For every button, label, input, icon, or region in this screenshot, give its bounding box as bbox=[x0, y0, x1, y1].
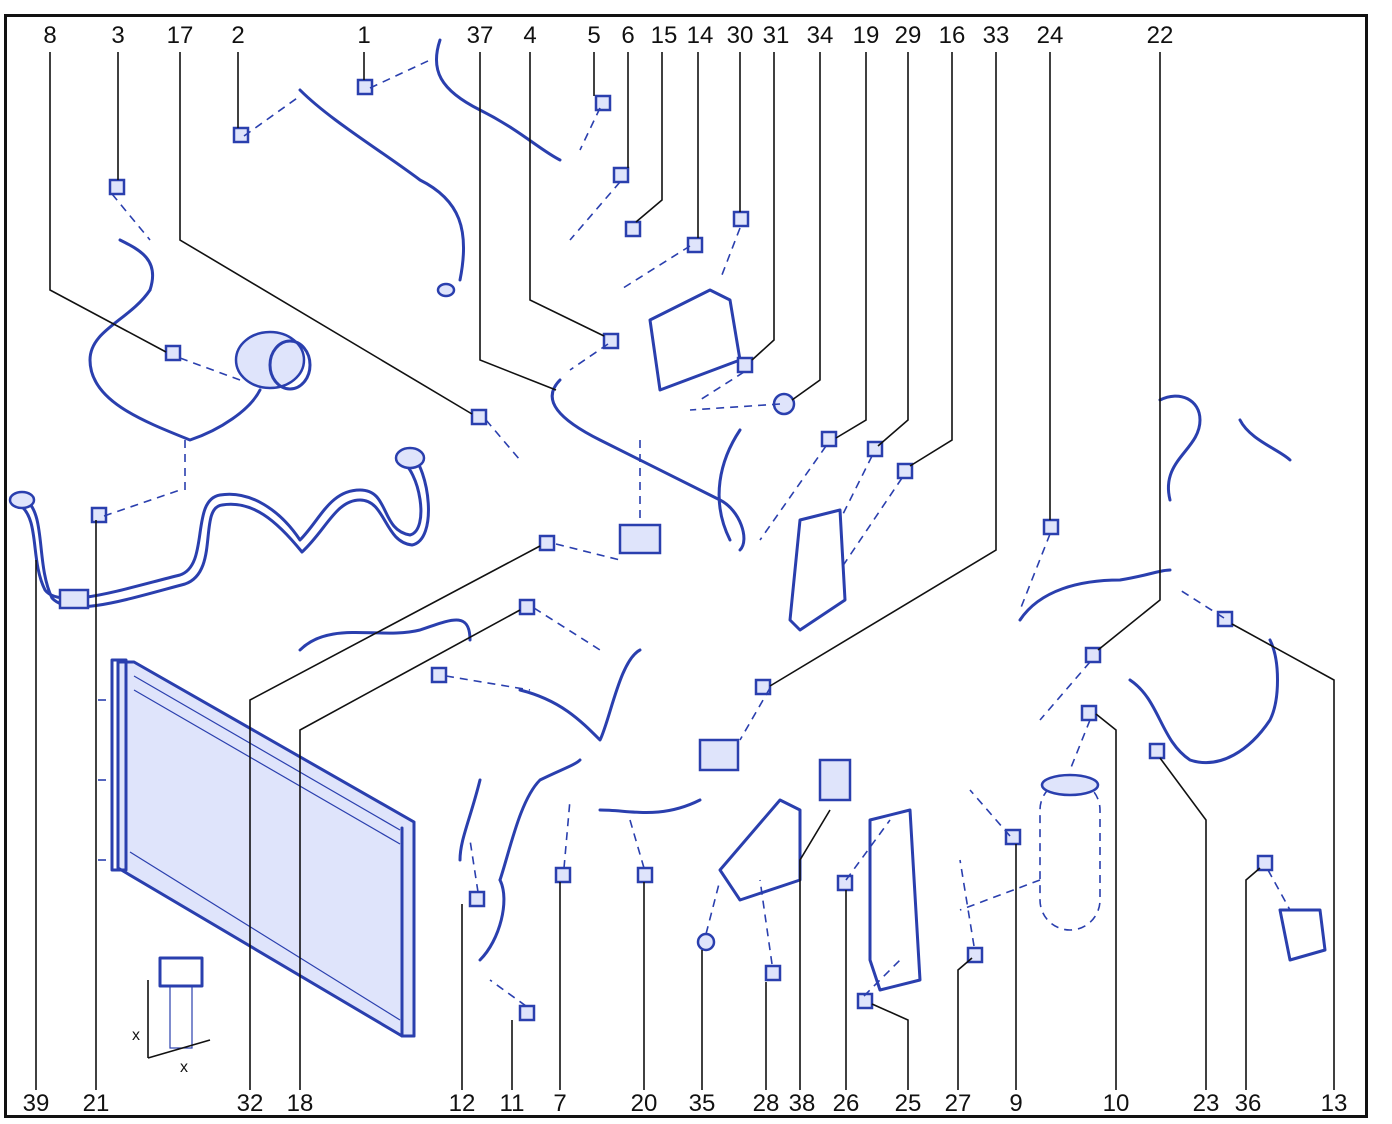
callout-6: 6 bbox=[621, 22, 635, 49]
callout-30: 30 bbox=[726, 22, 754, 49]
callout-33: 33 bbox=[982, 22, 1010, 49]
callout-28: 28 bbox=[752, 1090, 780, 1117]
diagram-frame bbox=[4, 14, 1368, 1118]
callout-39: 39 bbox=[22, 1090, 50, 1117]
callout-11: 11 bbox=[499, 1090, 525, 1117]
callout-9: 9 bbox=[1009, 1090, 1023, 1117]
callout-22: 22 bbox=[1146, 22, 1174, 49]
callout-18: 18 bbox=[286, 1090, 314, 1117]
callout-19: 19 bbox=[852, 22, 880, 49]
callout-17: 17 bbox=[166, 22, 194, 49]
callout-26: 26 bbox=[832, 1090, 860, 1117]
callout-37: 37 bbox=[466, 22, 494, 49]
callout-4: 4 bbox=[523, 22, 537, 49]
brackets bbox=[648, 288, 1327, 992]
compressor bbox=[234, 330, 312, 391]
callout-25: 25 bbox=[894, 1090, 922, 1117]
dim-x-vertical: x bbox=[132, 1027, 140, 1044]
callout-24: 24 bbox=[1036, 22, 1064, 49]
callout-35: 35 bbox=[688, 1090, 716, 1117]
callout-13: 13 bbox=[1320, 1090, 1348, 1117]
callout-27: 27 bbox=[944, 1090, 972, 1117]
callout-3: 3 bbox=[111, 22, 125, 49]
callout-36: 36 bbox=[1234, 1090, 1262, 1117]
receiver-drier bbox=[1039, 773, 1101, 931]
callout-15: 15 bbox=[650, 22, 678, 49]
callout-31: 31 bbox=[762, 22, 790, 49]
dim-x-horizontal: x bbox=[180, 1059, 188, 1076]
callout-8: 8 bbox=[43, 22, 57, 49]
callout-34: 34 bbox=[806, 22, 834, 49]
callout-1: 1 bbox=[357, 22, 371, 49]
bolt-detail bbox=[147, 956, 211, 1059]
callout-20: 20 bbox=[630, 1090, 658, 1117]
callout-16: 16 bbox=[938, 22, 966, 49]
callout-32: 32 bbox=[236, 1090, 264, 1117]
callout-38: 38 bbox=[788, 1090, 816, 1117]
callout-7: 7 bbox=[553, 1090, 567, 1117]
callout-2: 2 bbox=[231, 22, 245, 49]
callout-29: 29 bbox=[894, 22, 922, 49]
callout-23: 23 bbox=[1192, 1090, 1220, 1117]
callout-21: 21 bbox=[82, 1090, 110, 1117]
callout-14: 14 bbox=[686, 22, 714, 49]
callout-10: 10 bbox=[1102, 1090, 1130, 1117]
callout-12: 12 bbox=[448, 1090, 476, 1117]
callout-5: 5 bbox=[587, 22, 601, 49]
leader-lines bbox=[35, 52, 1335, 1090]
assembly-lines bbox=[103, 59, 1291, 1007]
condenser bbox=[98, 658, 416, 1038]
